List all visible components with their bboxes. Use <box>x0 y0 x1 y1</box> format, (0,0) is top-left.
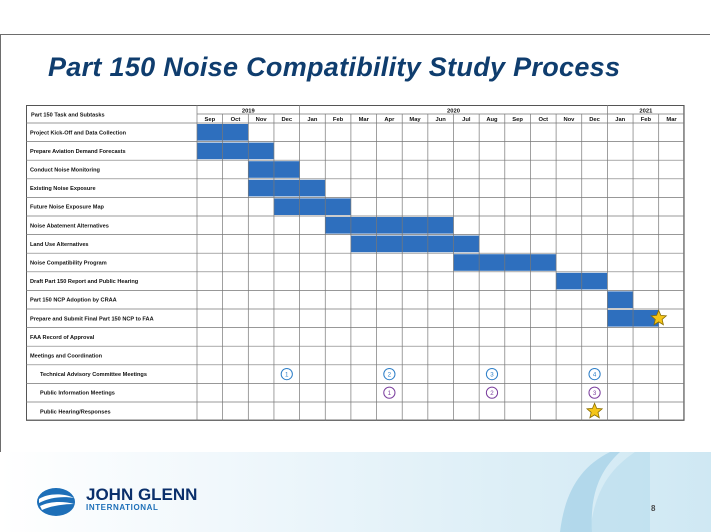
month-label: Feb <box>641 117 652 123</box>
pim-milestone-marker <box>383 386 396 399</box>
page-number: 8 <box>651 504 656 513</box>
year-label: 2021 <box>639 108 653 114</box>
task-label: Future Noise Exposure Map <box>30 205 105 211</box>
task-label: Public Hearing/Responses <box>40 409 111 415</box>
tac-milestone-marker <box>588 368 601 381</box>
milestone-number: 1 <box>285 371 289 378</box>
task-header-label: Part 150 Task and Subtasks <box>31 113 105 119</box>
month-label: Jun <box>436 117 447 123</box>
slide-title: Part 150 Noise Compatibility Study Proce… <box>48 52 621 82</box>
task-label: Prepare and Submit Final Part 150 NCP to… <box>30 316 154 322</box>
logo-subtitle: INTERNATIONAL <box>86 503 159 512</box>
gantt-svg: Part 150 Task and Subtasks 2019 2020 2021Se… <box>26 105 685 421</box>
gantt-bar <box>197 142 274 160</box>
footer-swoosh-decoration <box>560 452 650 532</box>
year-label: 2019 <box>242 108 256 114</box>
task-label: Meetings and Coordination <box>30 354 103 360</box>
task-label: Existing Noise Exposure <box>30 186 96 192</box>
chart-border <box>26 105 685 421</box>
month-label: Dec <box>281 117 292 123</box>
star-icon <box>650 309 668 326</box>
gantt-bar <box>248 179 326 197</box>
month-label: Aug <box>486 117 498 123</box>
month-label: May <box>409 117 421 123</box>
tac-milestone-marker <box>485 368 499 381</box>
month-label: Sep <box>512 117 523 123</box>
star-icon <box>585 402 604 419</box>
month-label: Dec <box>589 117 600 123</box>
john-glenn-logo-icon <box>37 488 75 516</box>
month-label: Jan <box>615 117 625 123</box>
gantt-bar <box>350 235 480 253</box>
milestone-number: 2 <box>490 390 494 397</box>
month-label: Jan <box>307 117 317 123</box>
task-label: Noise Abatement Alternatives <box>30 223 109 229</box>
gantt-bar <box>607 291 634 308</box>
logo-name: JOHN GLENN <box>86 485 198 504</box>
month-label: Nov <box>563 117 575 123</box>
task-label: Technical Advisory Committee Meetings <box>40 372 147 378</box>
month-label: Oct <box>538 117 548 123</box>
pim-milestone-marker <box>588 386 601 399</box>
task-label: Draft Part 150 Report and Public Hearing <box>30 279 139 285</box>
task-label: Land Use Alternatives <box>30 242 89 248</box>
tac-milestone-marker <box>280 368 293 381</box>
milestone-number: 2 <box>388 371 392 378</box>
task-label: Prepare Aviation Demand Forecasts <box>30 149 126 155</box>
milestone-number: 1 <box>388 390 392 397</box>
tac-milestone-marker <box>383 368 396 381</box>
month-label: Sep <box>205 117 216 123</box>
year-label: 2020 <box>447 108 460 114</box>
task-label: FAA Record of Approval <box>30 335 95 341</box>
milestone-number: 3 <box>593 390 597 397</box>
pim-milestone-marker <box>485 386 499 399</box>
logo-text: JOHN GLENN INTERNATIONAL <box>86 485 198 512</box>
slide-frame <box>0 34 710 525</box>
task-label: Public Information Meetings <box>40 391 115 397</box>
task-label: Project Kick-Off and Data Collection <box>30 130 127 136</box>
gantt-bar <box>325 217 454 234</box>
milestone-number: 4 <box>593 371 597 378</box>
month-label: Apr <box>384 117 395 123</box>
task-label: Noise Compatibility Program <box>30 261 107 267</box>
month-label: Jul <box>462 117 471 123</box>
milestone-number: 3 <box>490 371 494 378</box>
gantt-bar <box>273 198 351 215</box>
month-label: Mar <box>666 117 677 123</box>
task-label: Conduct Noise Monitoring <box>30 168 100 174</box>
month-label: Oct <box>231 117 241 123</box>
task-label: Part 150 NCP Adoption by CRAA <box>30 298 117 304</box>
month-label: Feb <box>333 117 344 123</box>
month-label: Mar <box>359 117 370 123</box>
month-label: Nov <box>256 117 268 123</box>
